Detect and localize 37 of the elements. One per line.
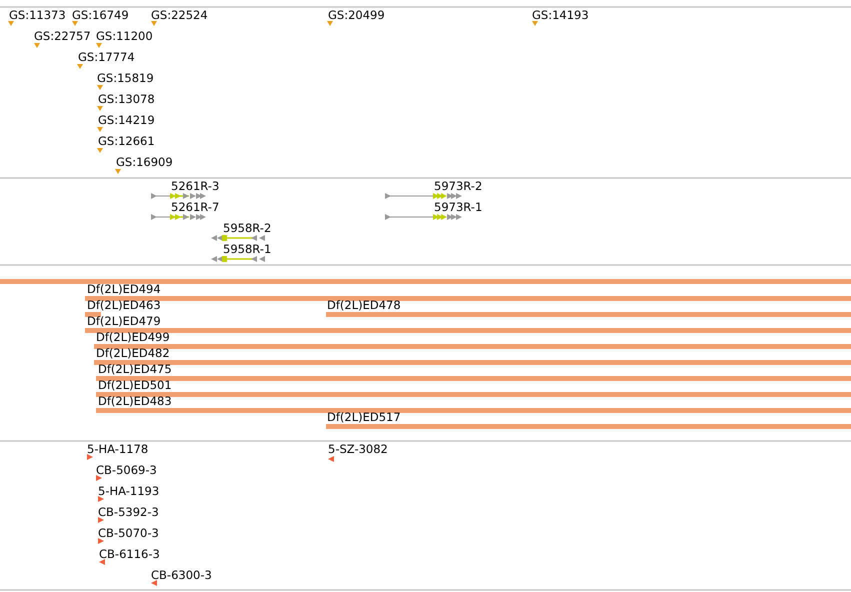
deficiency-label: Df(2L)ED499 <box>96 331 170 344</box>
insertion-label: CB-5070-3 <box>98 527 159 540</box>
deficiency-label: Df(2L)ED517 <box>327 411 401 424</box>
deficiency-label: Df(2L)ED482 <box>96 347 170 360</box>
feature-label: GS:16909 <box>116 156 173 169</box>
deficiency-label: Df(2L)ED501 <box>98 379 172 392</box>
insertion-label: CB-5392-3 <box>98 506 159 519</box>
deficiency-label: Df(2L)ED483 <box>98 395 172 408</box>
feature-label: GS:11373 <box>9 9 66 22</box>
insertion-label: CB-6116-3 <box>99 548 160 561</box>
feature-label: GS:22757 <box>34 30 91 43</box>
feature-label: GS:20499 <box>328 9 385 22</box>
feature-label: GS:11200 <box>96 30 153 43</box>
feature-label: GS:14193 <box>532 9 589 22</box>
deficiency-label: Df(2L)ED478 <box>327 299 401 312</box>
deficiency-label: Df(2L)ED479 <box>87 315 161 328</box>
insertion-label: 5-HA-1178 <box>87 443 148 456</box>
transcript-label: 5973R-2 <box>434 180 482 193</box>
transcript-label: 5958R-1 <box>223 243 272 256</box>
transcript-label: 5958R-2 <box>223 222 272 235</box>
deficiency-label: Df(2L)ED463 <box>87 299 161 312</box>
insertion-label: 5-HA-1193 <box>98 485 160 498</box>
deficiency-label: Df(2L)ED475 <box>98 363 172 376</box>
transcript-label: 5261R-3 <box>171 180 220 193</box>
feature-label: GS:17774 <box>78 51 135 64</box>
feature-label: GS:13078 <box>98 93 155 106</box>
insertion-label: 5-SZ-3082 <box>328 443 388 456</box>
feature-label: GS:14219 <box>98 114 155 127</box>
transcript-label: 5973R-1 <box>434 201 482 214</box>
deficiency-label: Df(2L)ED494 <box>87 283 161 296</box>
feature-label: GS:12661 <box>98 135 155 148</box>
feature-label: GS:15819 <box>97 72 154 85</box>
feature-label: GS:16749 <box>72 9 129 22</box>
insertion-label: CB-5069-3 <box>96 464 157 477</box>
transcript-label: 5261R-7 <box>171 201 220 214</box>
feature-label: GS:22524 <box>151 9 208 22</box>
insertion-label: CB-6300-3 <box>151 569 212 582</box>
